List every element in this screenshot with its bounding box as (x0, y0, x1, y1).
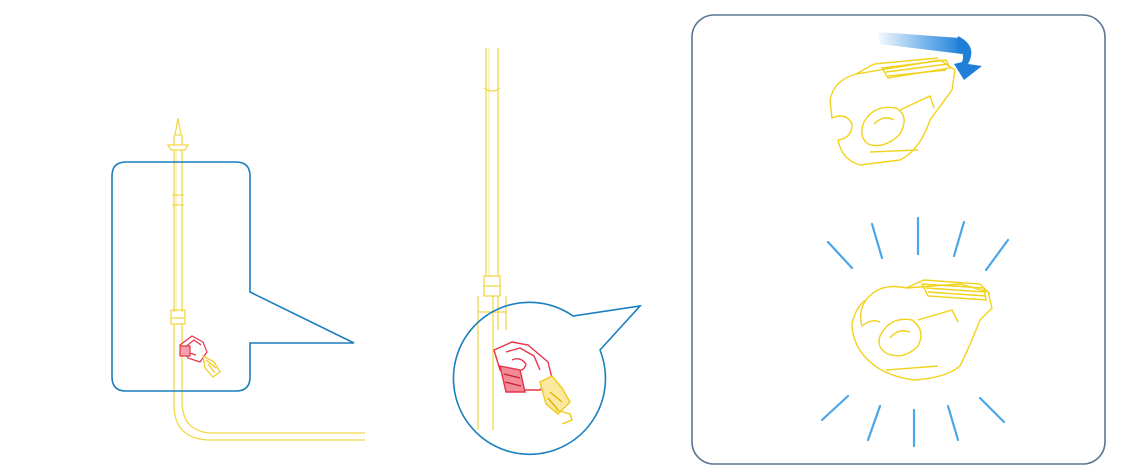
left-tube-assembly (166, 117, 365, 441)
lower-clamp-illustration (851, 279, 993, 381)
burst-lines-icon (820, 216, 1010, 448)
left-callout-frame (111, 161, 355, 392)
left-small-clamp (179, 335, 221, 378)
middle-callout-circle (452, 301, 643, 456)
middle-tube-assembly (477, 48, 507, 430)
rotate-arrow-icon (878, 32, 982, 80)
right-detail-panel (691, 14, 1106, 465)
upper-clamp-illustration (829, 57, 956, 166)
tube-lower-curve (173, 324, 365, 441)
middle-large-clamp (493, 341, 573, 425)
spike-collar (166, 144, 190, 151)
spike-tip (174, 117, 182, 136)
